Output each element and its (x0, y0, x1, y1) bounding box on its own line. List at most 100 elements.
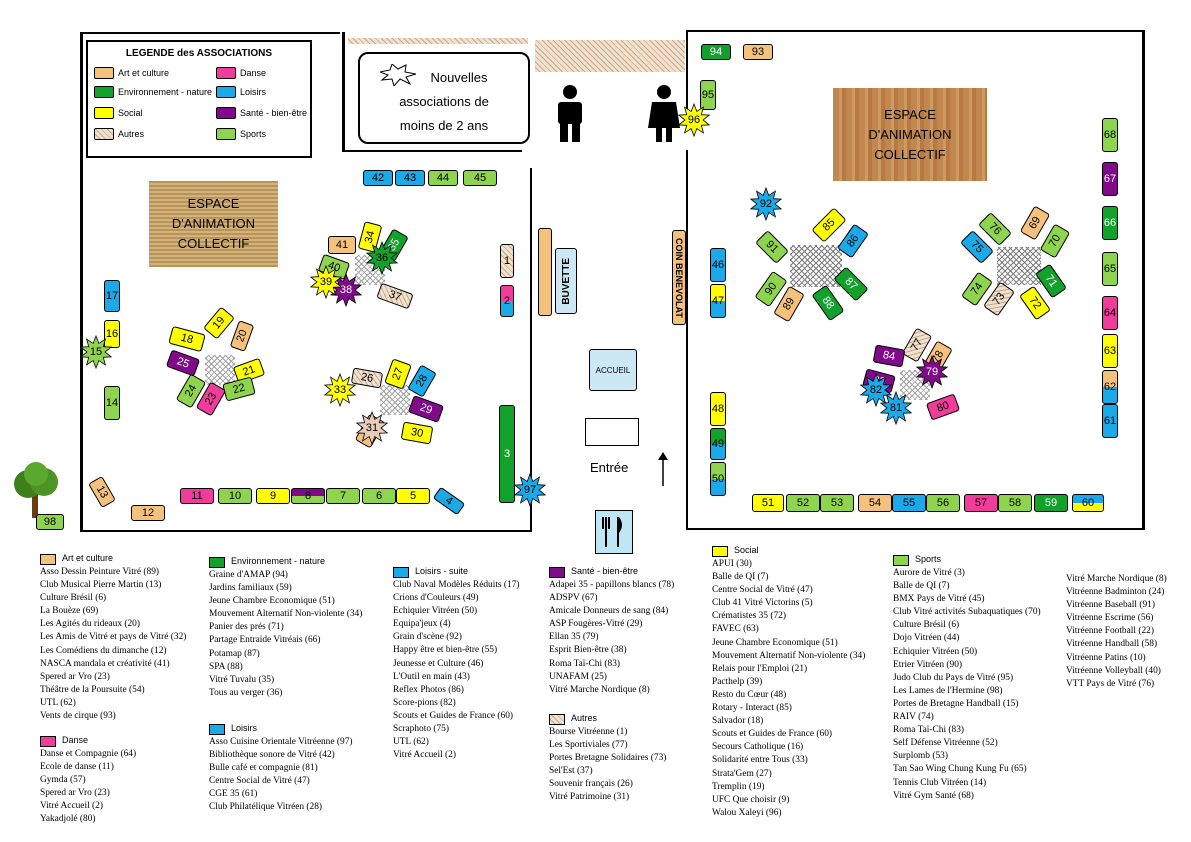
list-item: Club Naval Modèles Réduits (17) (393, 580, 520, 590)
list-item: Vitré Tuvalu (35) (209, 674, 275, 685)
list-item: Secours Catholique (16) (712, 742, 804, 753)
list-item: Spered ar Vro (23) (40, 671, 110, 682)
list-item: Gymda (57) (40, 775, 86, 786)
list-item: Vitré Accueil (2) (393, 750, 456, 761)
stand-19: 19 (203, 306, 235, 340)
list-item: Echiquier Vitréen (50) (393, 606, 478, 617)
legend-item-danse: Danse (216, 67, 266, 79)
island-centre (380, 385, 410, 415)
list-item: ADSPV (67) (549, 593, 598, 604)
stand-58: 58 (998, 494, 1032, 512)
list-swatch (40, 553, 56, 565)
floor-plan: LEGENDE des ASSOCIATIONS Art et culture … (14, 30, 1145, 554)
legend-item-sante: Santé - bien-être (216, 107, 307, 119)
legend-item-env: Environnement - nature (94, 86, 212, 98)
list-item: UTL (62) (40, 697, 76, 708)
list-item: Vitré Accueil (2) (40, 801, 103, 812)
stand-62: 62 (1102, 370, 1118, 404)
list-item: Club Vitré activités Subaquatiques (70) (893, 607, 1041, 618)
stand-6: 6 (362, 488, 396, 504)
list-item: Ecole de danse (11) (40, 762, 114, 773)
stand-98: 98 (36, 514, 64, 530)
list-item: Roma Taï-Chi (83) (549, 658, 621, 669)
list-swatch (393, 566, 409, 578)
list-item: Yakadjolé (80) (40, 814, 96, 825)
entrance-desk (585, 418, 639, 446)
stand-68: 68 (1102, 118, 1118, 152)
list-item: Vitréenne Handball (58) (1066, 639, 1158, 650)
list-item: Les Comédiens du dimanche (12) (40, 645, 167, 656)
list-item: Score-pions (82) (393, 697, 456, 708)
list-item: Rotary - Interact (85) (712, 703, 792, 714)
list-item: UNAFAM (25) (549, 671, 607, 682)
new-associations-text: Nouvelles associations de moins de 2 ans (399, 70, 489, 133)
list-header: Art et culture (40, 552, 186, 566)
stand-star-31: 31 (355, 411, 389, 445)
list-title: Santé - bien-être (571, 566, 639, 577)
list-item: Vitréenne Football (22) (1066, 626, 1154, 637)
list-title: Loisirs - suite (415, 566, 469, 577)
list-item: Jeunesse et Culture (46) (393, 658, 484, 669)
legend-title: LEGENDE des ASSOCIATIONS (125, 48, 273, 59)
stand-30: 30 (400, 421, 434, 445)
stand-star-36: 36 (365, 241, 399, 275)
new-associations-box: Nouvelles associations de moins de 2 ans (358, 52, 530, 144)
wall-center-left (530, 168, 532, 530)
list-item: Balle de QI (7) (712, 572, 769, 583)
island-centre (790, 245, 842, 287)
list-item: Club 41 Vitré Victorins (5) (712, 598, 813, 609)
list-item: Scouts et Guides de France (60) (712, 729, 833, 740)
list-item: Potamap (87) (209, 648, 260, 659)
stand-65: 65 (1102, 252, 1118, 286)
list-item: L'Outil en main (43) (393, 671, 470, 682)
stand-84: 84 (872, 344, 906, 368)
wall-wc-right (686, 30, 688, 130)
list-header: Santé - bien-être (549, 565, 674, 579)
stand-70: 70 (1039, 223, 1071, 259)
list-item: Panier des prés (71) (209, 622, 284, 633)
list-item: Jeune Chambre Economique (51) (209, 596, 335, 607)
stand-54: 54 (858, 494, 892, 512)
list-item: Asso Cuisine Orientale Vitréenne (97) (209, 737, 353, 747)
list-item: RAIV (74) (893, 712, 934, 723)
list-item: Centre Social de Vitré (47) (712, 585, 813, 596)
stand-69: 69 (1019, 205, 1051, 241)
list-item: Graine d'AMAP (94) (209, 570, 288, 580)
list-item: Vitré Marche Nordique (8) (1066, 574, 1167, 584)
list-item: Club Musical Pierre Martin (13) (40, 580, 162, 591)
restaurant-icon (595, 510, 633, 554)
list-title: Loisirs (231, 723, 258, 734)
buvette-counter (538, 228, 552, 316)
hatched-zone (535, 40, 685, 72)
list-item: Tous au verger (36) (209, 687, 283, 698)
wall-top-right (686, 30, 1144, 32)
list-item: Vitré Marche Nordique (8) (549, 684, 650, 695)
stand-4: 4 (432, 486, 466, 516)
list-item: Bibliothèque sonore de Vitré (42) (209, 750, 335, 761)
stand-18: 18 (168, 325, 206, 353)
list-item: Strata'Gem (27) (712, 768, 772, 779)
list-item: Sel'Est (37) (549, 766, 593, 777)
entree-label: Entrée (590, 460, 629, 475)
stand-64: 64 (1102, 296, 1118, 330)
list-item: Vents de cirque (93) (40, 711, 116, 722)
stand-star-15: 15 (79, 335, 113, 369)
stand-44: 44 (428, 170, 458, 186)
list-item: VTT Pays de Vitré (76) (1066, 678, 1155, 689)
wall-center-right (686, 150, 688, 528)
wall-upper-box-left (342, 32, 345, 150)
list-title: Art et culture (62, 553, 114, 564)
list-item: Théâtre de la Poursuite (54) (40, 684, 145, 695)
list-item: ASP Fougères-Vitré (29) (549, 619, 643, 630)
list-item: Surplomb (53) (893, 751, 948, 762)
list-header: Danse (40, 734, 136, 748)
stand-28: 28 (407, 364, 437, 398)
list-header: Social (712, 544, 865, 558)
legend-item-art: Art et culture (94, 67, 169, 79)
